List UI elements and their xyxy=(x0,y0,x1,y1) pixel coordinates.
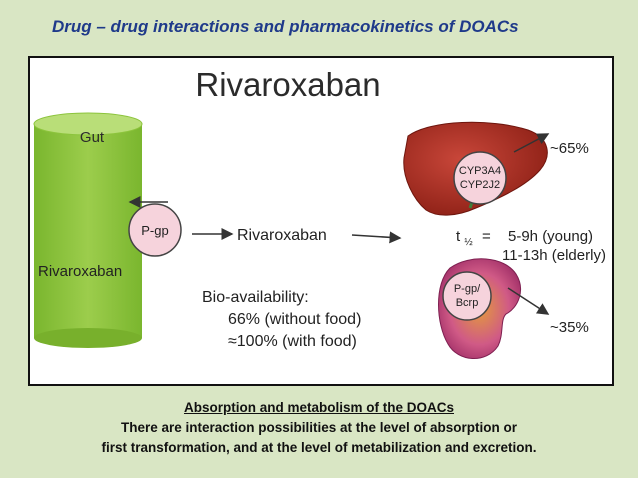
renal-arrow xyxy=(507,287,550,315)
diagram-heading: Rivaroxaban xyxy=(195,66,380,103)
hepatic-arrow xyxy=(513,133,550,153)
pgp-circle xyxy=(128,203,182,257)
liver-enzyme-1: CYP3A4 xyxy=(459,165,501,177)
half-life-elderly: 11-13h (elderly) xyxy=(502,247,606,264)
gut-drug-label: Rivaroxaban xyxy=(38,263,122,280)
caption-title: Absorption and metabolism of the DOACs xyxy=(183,400,454,415)
bioavailability-fasting: 66% (without food) xyxy=(228,311,361,328)
caption-line-2: first transformation, and at the level o… xyxy=(101,440,537,455)
hepatic-percent: ~65% xyxy=(550,140,589,157)
half-life-equals: = xyxy=(482,228,491,245)
slide-title: Drug – drug interactions and pharmacokin… xyxy=(52,17,519,36)
bioavailability-fed: ≈100% (with food) xyxy=(228,333,357,350)
half-life-young: 5-9h (young) xyxy=(508,228,593,245)
caption-line-1: There are interaction possibilities at t… xyxy=(120,420,518,435)
flow-drug-label: Rivaroxaban xyxy=(237,227,327,244)
gut-cylinder xyxy=(33,112,143,348)
bioavailability-title: Bio-availability: xyxy=(202,289,309,306)
pgp-label: P-gp xyxy=(141,223,168,238)
gut-label: Gut xyxy=(80,129,105,146)
renal-transporter-1: P-gp/ xyxy=(454,283,481,295)
diagram-frame: Rivaroxaban Gut Rivaroxaban P-gp Rivarox… xyxy=(28,56,614,386)
half-life: t ½ = 5-9h (young) 11-13h (elderly) xyxy=(456,228,606,264)
renal-transporter-2: Bcrp xyxy=(456,297,479,309)
renal-percent: ~35% xyxy=(550,319,589,336)
liver-enzyme-2: CYP2J2 xyxy=(460,179,500,191)
distribution-arrow xyxy=(351,231,402,244)
caption: Absorption and metabolism of the DOACs T… xyxy=(0,398,638,458)
rivaroxaban-diagram: Rivaroxaban Gut Rivaroxaban P-gp Rivarox… xyxy=(33,66,606,359)
half-life-subscript: ½ xyxy=(464,237,473,248)
liver-enzyme-circle xyxy=(453,151,507,205)
half-life-symbol: t xyxy=(456,228,461,245)
renal-transporter-circle xyxy=(442,271,492,321)
svg-text:t ½: t ½ xyxy=(456,228,473,248)
